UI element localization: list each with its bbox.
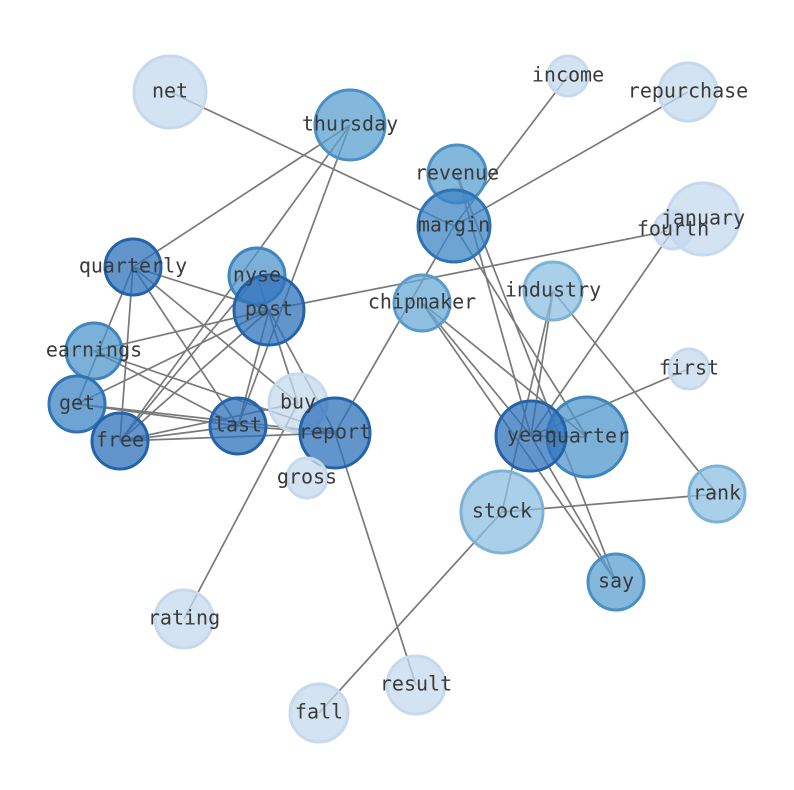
edge-quarterly-last <box>132 266 239 427</box>
edge-report-result <box>334 432 417 686</box>
node-repurchase <box>657 61 719 123</box>
node-label-chipmaker: chipmaker <box>368 290 476 314</box>
node-thursday <box>313 88 387 162</box>
node-label-industry: industry <box>505 278 601 302</box>
node-label-first: first <box>659 356 719 380</box>
label-layer: net income repurchase thursday revenue margin… <box>46 63 748 724</box>
node-label-gross: gross <box>277 465 337 489</box>
node-year <box>494 399 568 473</box>
node-label-report: report <box>299 420 371 444</box>
node-rating <box>153 588 215 650</box>
edge-repurchase-margin <box>453 91 689 227</box>
edge-thursday-last <box>237 124 351 427</box>
node-net <box>132 54 208 130</box>
node-get <box>47 374 107 434</box>
node-label-post: post <box>245 297 293 321</box>
node-label-free: free <box>96 428 144 452</box>
node-income <box>546 54 590 98</box>
node-industry <box>522 260 584 322</box>
node-label-margin: margin <box>418 213 490 237</box>
node-label-get: get <box>59 391 95 415</box>
node-say <box>586 552 646 612</box>
edge-net-margin <box>169 91 455 227</box>
edge-margin-quarter <box>453 225 588 438</box>
node-first <box>667 347 711 391</box>
node-fourth <box>652 209 694 251</box>
node-label-result: result <box>380 672 452 696</box>
node-label-quarter: quarter <box>545 424 629 448</box>
node-post <box>232 273 306 347</box>
node-label-earnings: earnings <box>46 338 142 362</box>
node-fall <box>288 682 350 744</box>
node-label-say: say <box>598 569 634 593</box>
edge-fourth-year <box>530 229 674 437</box>
node-label-stock: stock <box>472 499 532 523</box>
node-label-rank: rank <box>693 481 741 505</box>
node-stock <box>459 469 545 555</box>
node-result <box>385 654 447 716</box>
node-label-buy: buy <box>280 390 316 414</box>
edge-fourth-post <box>268 229 674 311</box>
node-label-fall: fall <box>295 700 343 724</box>
node-label-quarterly: quarterly <box>79 254 187 278</box>
node-label-net: net <box>152 79 188 103</box>
node-rank <box>687 464 747 524</box>
node-chipmaker <box>392 273 452 333</box>
edge-buy-rating <box>183 402 299 620</box>
node-last <box>208 396 268 456</box>
node-report <box>298 396 372 470</box>
node-free <box>90 411 150 471</box>
edge-quarterly-buy <box>132 266 299 404</box>
node-quarterly <box>103 237 163 297</box>
node-label-january: january <box>661 206 745 230</box>
node-label-revenue: revenue <box>415 161 499 185</box>
node-label-last: last <box>214 413 262 437</box>
node-margin <box>416 188 492 264</box>
node-label-nyse: nyse <box>233 263 281 287</box>
edge-margin-report <box>334 225 455 434</box>
node-label-thursday: thursday <box>302 112 398 136</box>
node-label-repurchase: repurchase <box>628 79 748 103</box>
node-label-year: year <box>507 423 555 447</box>
edge-thursday-quarterly <box>132 124 351 268</box>
edge-stock-fall <box>318 511 503 714</box>
node-earnings <box>64 321 124 381</box>
node-gross <box>285 456 329 500</box>
node-label-rating: rating <box>148 606 220 630</box>
node-label-income: income <box>532 63 604 87</box>
node-layer <box>47 54 747 744</box>
node-label-fourth: fourth <box>637 217 709 241</box>
